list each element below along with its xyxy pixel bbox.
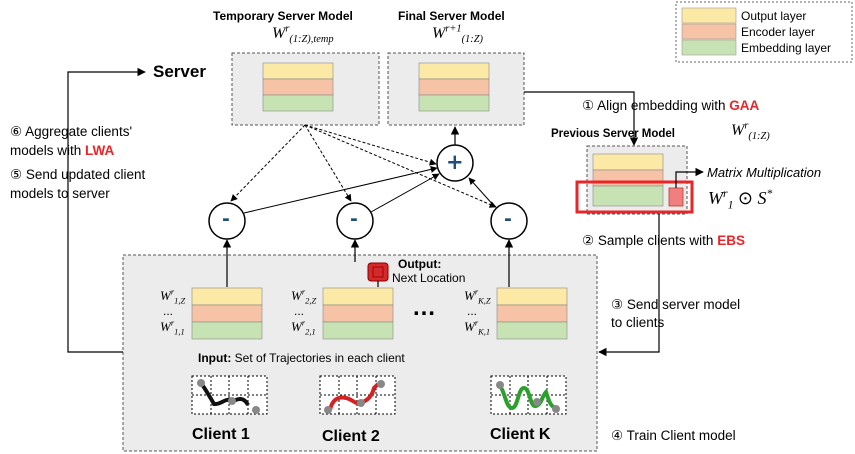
plus-symbol: + bbox=[446, 150, 464, 174]
client2-encoder-layer bbox=[322, 304, 394, 323]
step2-text: ② Sample clients with EBS bbox=[582, 233, 745, 249]
temporary-encoder-layer bbox=[262, 78, 334, 96]
clientK-encoder-layer bbox=[496, 304, 568, 323]
step5-text: ⑤ Send updated client models to server bbox=[10, 167, 146, 201]
clientK-embedding-layer bbox=[496, 321, 568, 340]
final-server-title: Final Server Model bbox=[398, 9, 505, 23]
trajectory-clientK bbox=[490, 375, 567, 415]
trajectory-client1 bbox=[191, 375, 268, 415]
step4-text: ④ Train Client model bbox=[611, 428, 736, 444]
next-location-icon-inner bbox=[372, 266, 384, 278]
previous-server-weight: Wr(1:Z) bbox=[731, 120, 770, 143]
temporary-output-layer bbox=[262, 62, 334, 80]
server-label: Server bbox=[153, 62, 206, 81]
client2-output-layer bbox=[322, 287, 394, 306]
temp-to-plus-arrow bbox=[304, 124, 437, 166]
client2-embedding-layer bbox=[322, 321, 394, 340]
trajectory-client2 bbox=[319, 375, 396, 415]
final-embedding-layer bbox=[418, 94, 490, 112]
client1-top-weight: Wr1,Z bbox=[160, 286, 186, 306]
clients-ellipsis: … bbox=[412, 294, 436, 321]
minus-operator-2 bbox=[336, 202, 374, 240]
client1-bottom-weight: Wr1,1 bbox=[160, 317, 185, 337]
next-location-icon bbox=[367, 262, 389, 282]
legend-label-encoder: Encoder layer bbox=[741, 25, 816, 39]
temporary-embedding-layer bbox=[262, 94, 334, 112]
embedding-similarity-formula: Wr1 ⊙ S* bbox=[708, 187, 773, 212]
legend-swatch-encoder bbox=[681, 23, 737, 40]
step3-text: ③ Send server model to clients bbox=[611, 297, 741, 331]
minus-operator-k bbox=[490, 202, 528, 240]
previous-embedding-layer bbox=[592, 185, 664, 207]
client2-name: Client 2 bbox=[322, 428, 380, 445]
final-output-layer bbox=[418, 62, 490, 80]
minus2-to-plus-arrow bbox=[370, 173, 440, 213]
clientK-dots: ... bbox=[467, 304, 478, 318]
previous-encoder-layer bbox=[592, 169, 664, 187]
matrix-pointer-line bbox=[675, 167, 704, 188]
client1-embedding-layer bbox=[191, 321, 263, 340]
legend-label-output: Output layer bbox=[741, 9, 807, 23]
client1-dots: ... bbox=[163, 304, 174, 318]
clientK-bottom-weight: WrK,1 bbox=[464, 317, 491, 337]
clients-to-server-loop bbox=[67, 67, 146, 353]
previous-server-title: Previous Server Model bbox=[551, 128, 675, 140]
temporary-server-title: Temporary Server Model bbox=[213, 9, 353, 23]
client2-bottom-weight: Wr2,1 bbox=[291, 317, 316, 337]
minus-symbol-k: - bbox=[504, 208, 512, 230]
output-value: Next Location bbox=[392, 271, 466, 285]
final-to-previous-arrow bbox=[524, 91, 639, 146]
legend-label-embedding: Embedding layer bbox=[741, 41, 832, 55]
temp-to-minus1-arrow bbox=[230, 124, 306, 202]
minus1-to-plus-arrow bbox=[243, 166, 438, 214]
legend-swatch-embedding bbox=[681, 39, 737, 56]
clients-panel bbox=[122, 254, 598, 452]
temporary-server-weight: Wr(1:Z),temp bbox=[272, 23, 334, 46]
client1-output-layer bbox=[191, 287, 263, 306]
minus-symbol-2: - bbox=[350, 208, 358, 230]
final-server-weight: Wr+1(1:Z) bbox=[432, 23, 483, 46]
clientK-name: Client K bbox=[490, 426, 551, 443]
previous-to-clients-arrow bbox=[598, 214, 660, 357]
embedding-highlight-box bbox=[575, 180, 694, 214]
client1-encoder-layer bbox=[191, 304, 263, 323]
final-encoder-layer bbox=[418, 78, 490, 96]
client2-dots: ... bbox=[294, 304, 305, 318]
legend-swatch-output bbox=[681, 7, 737, 24]
minus-symbol-1: - bbox=[222, 208, 230, 230]
step1-text: ① Align embedding with GAA bbox=[582, 98, 760, 114]
step6-text: ⑥ Aggregate clients' models with LWA bbox=[10, 124, 133, 158]
client2-top-weight: Wr2,Z bbox=[291, 286, 317, 306]
input-caption: Input: Set of Trajectories in each clien… bbox=[198, 351, 405, 365]
client1-name: Client 1 bbox=[192, 426, 250, 443]
previous-output-layer bbox=[592, 153, 664, 171]
matrix-multiplication-label: Matrix Multiplication bbox=[707, 165, 822, 180]
minus-operator-1 bbox=[208, 202, 246, 240]
output-label: Output: bbox=[398, 257, 442, 271]
minusK-to-plus-arrow bbox=[468, 177, 496, 208]
similarity-matrix-block bbox=[668, 187, 684, 207]
clientK-output-layer bbox=[496, 287, 568, 306]
clientK-top-weight: WrK,Z bbox=[464, 286, 491, 306]
